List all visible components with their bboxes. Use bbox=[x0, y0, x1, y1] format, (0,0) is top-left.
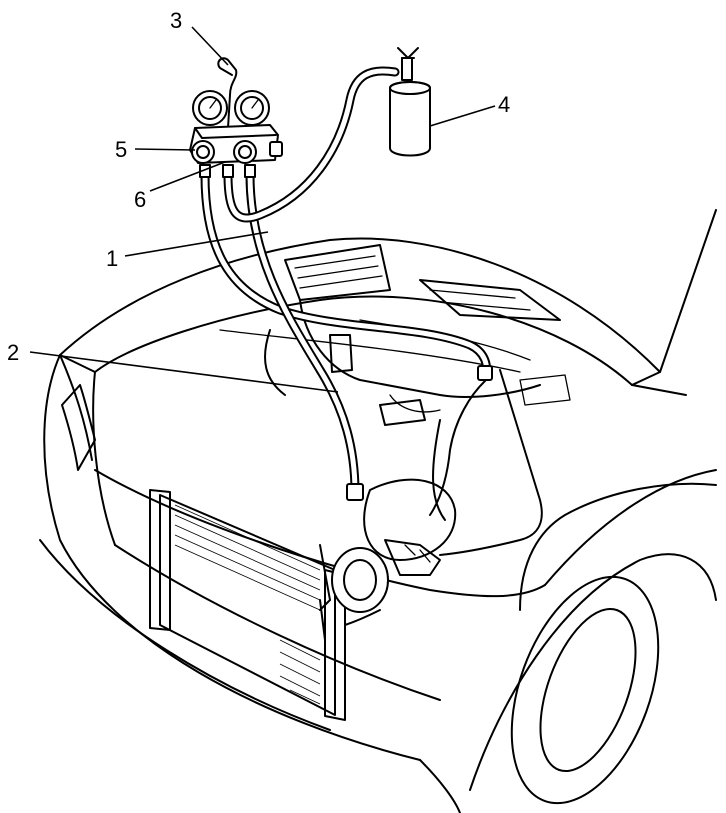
callout-4: 4 bbox=[498, 92, 510, 117]
hvac-unit bbox=[264, 244, 571, 426]
gauge-manifold bbox=[189, 57, 283, 178]
callout-6: 6 bbox=[134, 187, 146, 212]
callout-2: 2 bbox=[7, 340, 19, 365]
refrigerant-can bbox=[389, 47, 431, 157]
compressor bbox=[319, 369, 543, 641]
low-side-valve-icon bbox=[191, 140, 215, 164]
vehicle-body bbox=[39, 209, 717, 813]
charging-hoses bbox=[200, 66, 493, 521]
callout-5: 5 bbox=[115, 137, 127, 162]
callout-3: 3 bbox=[170, 8, 182, 33]
callouts: 3 4 5 6 1 2 bbox=[7, 8, 510, 365]
leader-lines bbox=[29, 26, 496, 393]
high-side-valve-icon bbox=[233, 140, 257, 164]
callout-1: 1 bbox=[106, 246, 118, 271]
